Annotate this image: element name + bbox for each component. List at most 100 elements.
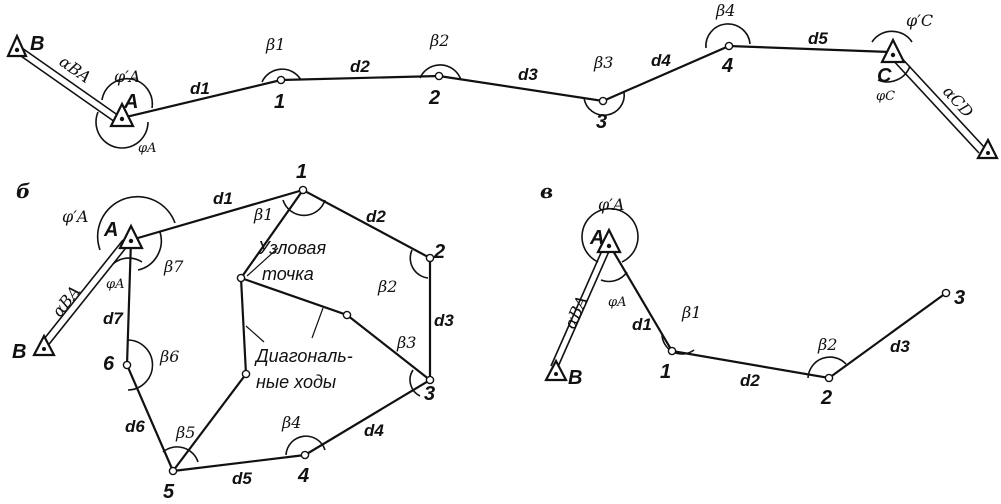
label-c: C — [877, 65, 892, 87]
label-d4: d4 — [651, 51, 671, 70]
station-d-dot — [986, 151, 990, 155]
diag-caption-line2: ные ходы — [256, 372, 336, 392]
poly-base-outer — [39, 239, 124, 345]
label-d1: d1 — [190, 79, 210, 98]
station-c-dot — [890, 52, 896, 58]
poly-point-4 — [300, 450, 310, 460]
poly-label-d4: d4 — [364, 421, 384, 440]
label-phi-c-outer: φ′C — [906, 11, 933, 30]
point-1 — [276, 75, 286, 85]
poly-arc-b4 — [285, 435, 326, 456]
poly-arc-b3 — [409, 369, 421, 397]
label-beta1: β1 — [265, 35, 285, 54]
label-1: 1 — [274, 91, 285, 113]
leader-node — [246, 247, 279, 277]
angle-arc-b2 — [419, 64, 462, 81]
poly-label-d7: d7 — [103, 309, 124, 328]
polygon-outline — [125, 188, 432, 473]
panel-v-open-traverse: в A B 1 2 3 d1 d2 d3 β1 β2 φ′A φA αBA — [540, 179, 965, 409]
open-point-1 — [667, 346, 677, 356]
angle-arc-b4 — [705, 23, 751, 49]
poly-arc-b1 — [282, 199, 326, 217]
poly-diag-point-b — [342, 310, 352, 320]
poly-label-4: 4 — [297, 465, 309, 487]
open-label-b: B — [568, 367, 582, 389]
open-arc-phiA2 — [581, 207, 639, 263]
label-3: 3 — [596, 111, 607, 133]
poly-station-a-dot — [128, 238, 134, 244]
label-phi-a-outer: φ′A — [114, 67, 140, 86]
poly-arc-phiA — [112, 257, 143, 265]
angle-arc-phiC — [877, 65, 911, 83]
poly-point-5 — [168, 466, 178, 476]
point-3 — [598, 96, 608, 106]
diag-caption-line1: Диагональ- — [254, 346, 353, 366]
open-label-phi-a: φA — [608, 295, 627, 310]
station-a-triangle — [109, 101, 135, 128]
panel-label-b: б — [16, 179, 30, 203]
point-2 — [434, 71, 444, 81]
leader-diag-2 — [311, 307, 324, 339]
open-label-alpha-ba: αBA — [560, 293, 591, 332]
angle-arc-b1 — [261, 68, 302, 83]
poly-label-beta4: β4 — [281, 413, 301, 432]
node-caption-line1: Узловая — [257, 238, 326, 258]
label-beta4: β4 — [715, 1, 735, 20]
poly-station-b-dot — [42, 347, 46, 351]
open-label-phi-a-outer: φ′A — [598, 195, 624, 214]
poly-arc-b2 — [409, 249, 429, 279]
angle-arc-phiA — [95, 111, 149, 149]
open-base-inner — [556, 248, 611, 370]
poly-label-d5: d5 — [232, 469, 252, 488]
open-point-3 — [941, 288, 951, 298]
open-label-beta2: β2 — [817, 335, 837, 354]
poly-label-beta7: β7 — [163, 257, 184, 276]
open-station-a-dot — [606, 243, 612, 249]
poly-label-d1: d1 — [213, 189, 233, 208]
top-traverse: B A 1 2 3 4 C d1 d2 d3 d4 d5 β1 β2 β3 β4… — [6, 1, 999, 160]
open-label-a: A — [589, 227, 604, 249]
poly-point-2 — [425, 253, 435, 263]
open-point-2 — [824, 373, 834, 383]
poly-point-6 — [122, 360, 132, 370]
label-d3: d3 — [518, 65, 538, 84]
poly-arc-b5 — [162, 446, 199, 463]
poly-label-d3: d3 — [434, 311, 454, 330]
open-label-d1: d1 — [632, 315, 652, 334]
poly-label-5: 5 — [163, 481, 175, 503]
label-4: 4 — [721, 55, 733, 77]
poly-point-1 — [298, 185, 308, 195]
open-label-beta1: β1 — [681, 303, 701, 322]
poly-arc-b6 — [126, 339, 154, 391]
diagonal-traverse-1 — [172, 189, 304, 472]
poly-label-b: B — [12, 341, 26, 363]
label-phi-a: φA — [138, 141, 157, 156]
open-label-3: 3 — [954, 287, 965, 309]
poly-label-beta2: β2 — [377, 277, 397, 296]
open-station-a — [596, 227, 622, 254]
poly-label-1: 1 — [296, 161, 307, 183]
open-arc-phiA — [600, 271, 628, 283]
label-2: 2 — [428, 87, 440, 109]
open-traverse-polyline — [608, 243, 947, 380]
base-line-ba-inner — [17, 53, 116, 123]
station-c-triangle — [880, 37, 906, 64]
poly-label-beta5: β5 — [175, 423, 195, 442]
label-phi-c: φC — [876, 89, 895, 104]
point-4 — [724, 41, 734, 51]
angle-arc-phiC2 — [871, 30, 913, 43]
poly-label-beta1: β1 — [253, 205, 273, 224]
label-d5: d5 — [808, 29, 828, 48]
poly-label-a: A — [103, 219, 118, 241]
panel-b-closed-traverse: б A — [12, 161, 454, 503]
open-label-d3: d3 — [890, 337, 910, 356]
station-d-triangle — [976, 137, 999, 160]
open-station-b-dot — [554, 372, 558, 376]
base-line-cd-inner — [889, 56, 980, 154]
poly-label-beta6: β6 — [159, 347, 179, 366]
poly-label-6: 6 — [103, 353, 115, 375]
poly-label-alpha-ba: αBA — [48, 282, 84, 321]
open-station-b — [544, 358, 568, 382]
panel-label-v: в — [540, 179, 553, 203]
label-alpha-ba: αBA — [56, 52, 95, 87]
